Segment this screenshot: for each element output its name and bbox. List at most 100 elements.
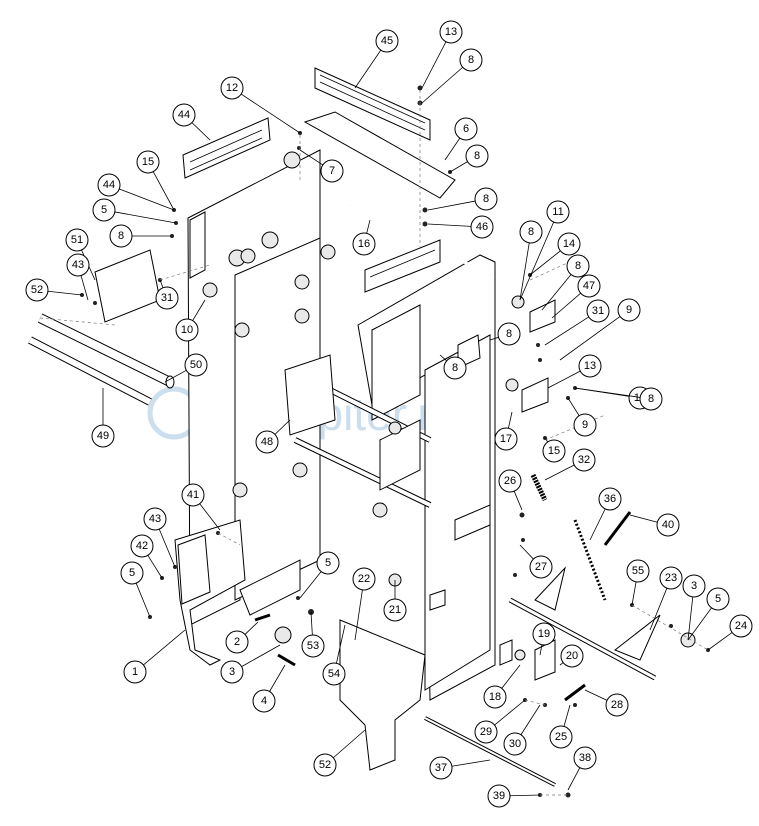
callout-circle [65,228,89,252]
callout-54: 54 [322,624,346,686]
callout-label: 29 [480,726,492,738]
callout-12: 12 [220,76,301,134]
callout-circle [639,387,663,411]
callout-circle [375,29,399,53]
callout-43: 43 [143,507,176,568]
callout-11: 11 [519,200,570,301]
callout-label: 51 [71,234,83,246]
callout-label: 36 [604,493,616,505]
callout-label: 46 [476,221,488,233]
callout-5: 5 [687,587,730,641]
roller-50 [37,313,175,389]
callout-3: 3 [682,574,706,641]
callout-label: 15 [548,445,560,457]
callout-label: 20 [566,650,578,662]
leader-line [551,292,581,319]
leader-line [519,242,530,301]
callout-label: 15 [142,156,154,168]
callout-circle [429,756,453,780]
callout-label: 8 [468,54,474,66]
callout-label: 5 [101,204,107,216]
callout-label: 47 [583,280,595,292]
leader-line [336,624,346,664]
callout-circle [566,254,590,278]
leader-line [451,759,491,767]
callout-label: 25 [555,731,567,743]
guide-rail-44 [182,117,271,179]
callout-circle [529,555,553,579]
callout-circle [557,232,581,256]
callout-6: 6 [444,117,478,161]
callout-4: 4 [252,664,286,713]
callout-44: 44 [97,173,175,211]
leader-line [421,41,447,89]
callout-label: 44 [178,109,190,121]
callout-label: 8 [118,230,124,242]
callout-label: 52 [31,284,43,296]
callout-label: 10 [181,324,193,336]
leader-line [529,250,561,276]
leader-line [501,664,521,689]
leader-line [541,274,572,311]
leader-line [509,794,541,797]
callout-circle [470,215,494,239]
callout-circle [560,644,584,668]
callout-label: 14 [563,238,575,250]
callout-15: 15 [542,437,566,463]
leader-line [199,503,221,531]
callout-circle [181,483,205,507]
callout-43: 43 [66,253,90,301]
callout-42: 42 [130,534,163,579]
callout-circle [91,424,115,448]
callout-53: 53 [301,611,325,658]
leader-line [544,437,549,443]
leader-line [147,555,163,579]
leader-line [333,729,366,759]
leader-line [274,419,291,435]
callout-9: 9 [567,397,597,437]
callout-circle [352,232,376,256]
callout-circle [519,220,543,244]
callout-14: 14 [529,232,581,276]
callout-label: 43 [72,259,84,271]
leader-line [354,49,382,89]
leader-line [589,508,606,541]
callout-label: 26 [504,475,516,487]
brackets [429,299,556,681]
callout-circle [459,48,483,72]
callout-circle [503,732,527,756]
callout-circle [605,693,629,717]
leader-line [649,588,668,631]
leader-line [544,316,589,346]
callout-label: 8 [483,193,489,205]
callout-label: 27 [535,561,547,573]
leader-line [507,411,513,429]
callout-circle [549,725,573,749]
leader-line [241,644,281,667]
callout-8: 8 [449,144,489,173]
callout-5: 5 [120,561,151,618]
callout-31: 31 [155,279,179,310]
callout-label: 53 [307,640,319,652]
callout-label: 32 [578,454,590,466]
callout-label: 9 [626,304,632,316]
leader-line [629,514,658,523]
callout-40: 40 [629,513,680,537]
callout-circle [542,439,566,463]
callout-circle [487,784,511,808]
callout-label: 31 [592,305,604,317]
callout-13: 13 [421,20,463,89]
callout-21: 21 [383,580,407,622]
callout-circle [659,566,683,590]
callout-label: 31 [161,292,173,304]
callout-label: 24 [735,620,747,632]
callout-label: 55 [632,565,644,577]
callout-circle [573,746,597,770]
callout-label: 3 [691,580,697,592]
leader-line [119,188,175,211]
callout-circle [322,662,346,686]
callout-label: 4 [261,695,267,707]
cross-members [284,354,432,508]
callout-label: 8 [452,362,458,374]
callout-circle [682,574,706,598]
